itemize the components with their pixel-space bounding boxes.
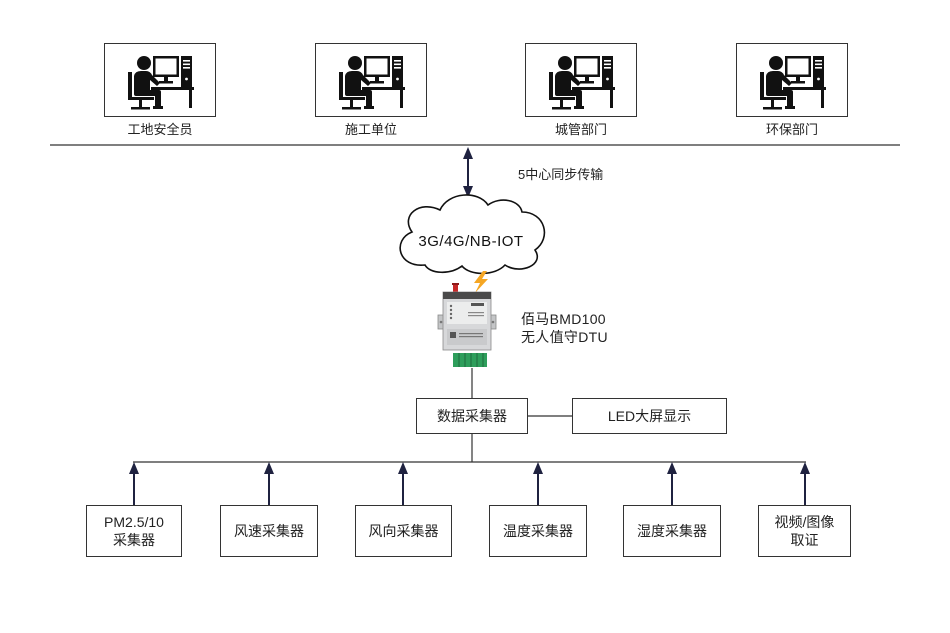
role-label: 工地安全员: [127, 122, 193, 137]
role-box-environmental-dept: [736, 43, 848, 117]
sync-label: 5中心同步传输: [518, 167, 604, 182]
network-cloud: [399, 194, 546, 275]
sensor-label: PM2.5/10: [104, 514, 164, 530]
role-label: 城管部门: [554, 122, 607, 137]
role-label: 环保部门: [765, 122, 818, 137]
up-arrow: [398, 462, 408, 505]
led-display-box: LED大屏显示: [572, 398, 727, 434]
device-type: 无人值守DTU: [521, 329, 608, 345]
dtu-device-icon: [437, 283, 497, 367]
data-collector-label: 数据采集器: [437, 408, 507, 424]
sensor-label: 视频/图像: [774, 514, 835, 530]
sensor-box-temperature: 温度采集器: [489, 505, 587, 557]
up-arrow: [533, 462, 543, 505]
up-arrow: [667, 462, 677, 505]
sync-double-arrow: [463, 147, 473, 198]
user-computer-icon: [339, 56, 405, 110]
role-box-safety-officer: [104, 43, 216, 117]
sensor-box-pm: PM2.5/10 采集器: [86, 505, 182, 557]
up-arrow: [129, 462, 139, 505]
sensor-label-line2: 采集器: [113, 532, 155, 548]
user-computer-icon: [128, 56, 194, 110]
device-name: 佰马BMD100: [521, 311, 606, 327]
sensor-box-video: 视频/图像 取证: [758, 505, 851, 557]
role-label: 施工单位: [344, 122, 397, 137]
data-collector-box: 数据采集器: [416, 398, 528, 434]
sensor-label: 温度采集器: [503, 523, 573, 539]
up-arrow: [800, 462, 810, 505]
role-box-city-management: [525, 43, 637, 117]
network-label: 3G/4G/NB-IOT: [418, 233, 523, 250]
sensor-label: 风速采集器: [234, 523, 304, 539]
sensor-label-line2: 取证: [790, 532, 819, 548]
role-box-construction-unit: [315, 43, 427, 117]
sensor-label: 风向采集器: [368, 523, 439, 539]
sensor-box-humidity: 湿度采集器: [623, 505, 721, 557]
sensor-box-wind-direction: 风向采集器: [355, 505, 452, 557]
up-arrow: [264, 462, 274, 505]
sensor-box-wind-speed: 风速采集器: [220, 505, 318, 557]
user-computer-icon: [760, 56, 826, 110]
led-display-label: LED大屏显示: [607, 408, 692, 424]
signal-lightning-icon: [474, 271, 488, 293]
user-computer-icon: [549, 56, 615, 110]
sensor-label: 湿度采集器: [637, 523, 707, 539]
